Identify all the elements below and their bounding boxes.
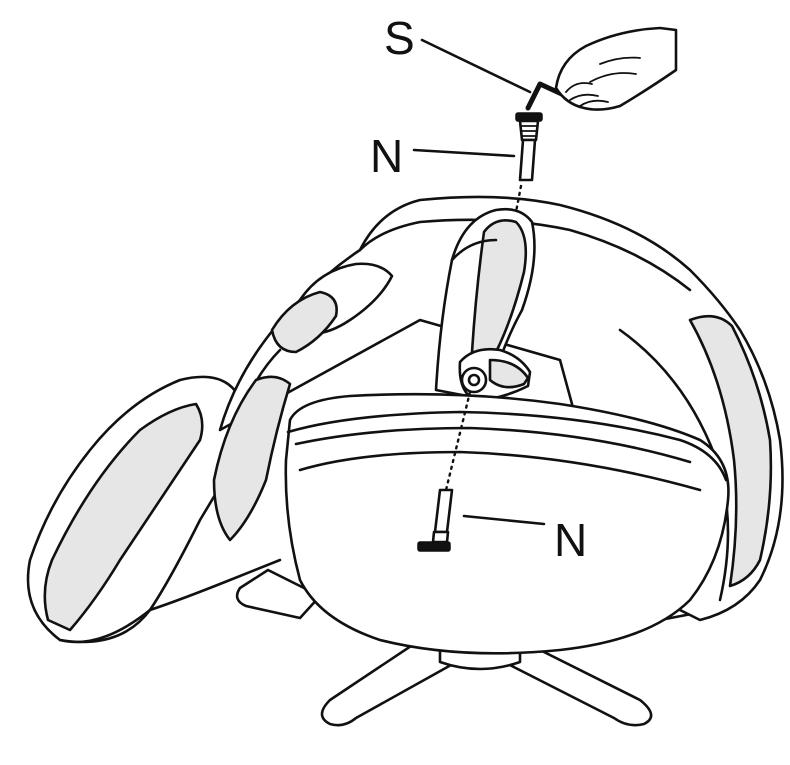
leader-lines xyxy=(412,38,546,526)
label-bolt-n-lower: N xyxy=(554,514,587,566)
leader-n-lower xyxy=(462,514,546,526)
bolt-lower xyxy=(417,488,454,552)
base-leg-front-left xyxy=(320,638,462,727)
guide-lower xyxy=(444,390,472,492)
leader-n-upper xyxy=(412,148,516,158)
label-bolt-n-upper: N xyxy=(370,130,403,182)
guide-upper xyxy=(514,184,523,214)
assembly-guides xyxy=(444,184,523,492)
leader-s xyxy=(420,38,532,94)
seat-cushion xyxy=(284,392,730,655)
label-hex-key-s: S xyxy=(384,12,415,64)
base-leg-front-right xyxy=(498,638,653,727)
hand xyxy=(554,26,678,111)
armrest-left xyxy=(26,375,282,644)
base-leg-left xyxy=(235,568,322,620)
armrest-right xyxy=(434,207,536,402)
bolt-upper xyxy=(515,112,543,182)
